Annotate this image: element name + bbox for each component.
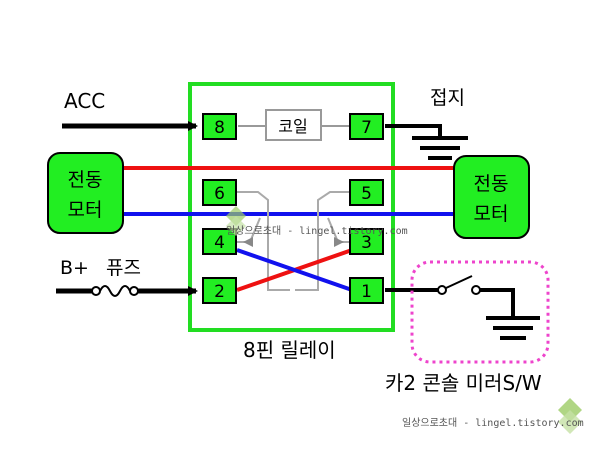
pin-8-label: 8 xyxy=(214,118,225,138)
watermark-logo-center xyxy=(226,206,246,236)
pin-5-label: 5 xyxy=(361,184,372,204)
watermark-bottom: 일상으로초대 - lingel.tistory.com xyxy=(402,417,584,429)
motor-left-line1: 전동 xyxy=(68,169,103,191)
motor-left-line2: 모터 xyxy=(68,199,103,221)
switch-ground-icon xyxy=(486,316,540,340)
relay-label: 8핀 릴레이 xyxy=(243,338,336,362)
fuse-icon xyxy=(91,285,139,297)
pin-3-label: 3 xyxy=(361,233,372,253)
pin-6-label: 6 xyxy=(214,184,225,204)
pin-7: 7 xyxy=(349,113,384,140)
pin-1: 1 xyxy=(349,277,384,304)
switch-highlight xyxy=(410,260,550,364)
coil-box xyxy=(265,109,322,141)
coil-label: 코일 xyxy=(278,117,307,136)
motor-right-line2: 모터 xyxy=(474,203,509,225)
switch-label: 카2 콘솔 미러S/W xyxy=(385,371,542,395)
pin-2: 2 xyxy=(202,277,237,304)
ground-label: 접지 xyxy=(430,87,465,109)
pin-6: 6 xyxy=(202,179,237,206)
motor-left: 전동 모터 xyxy=(47,152,124,234)
fuse-label: 퓨즈 xyxy=(106,257,141,279)
contact-arrows xyxy=(243,237,344,247)
acc-label: ACC xyxy=(64,89,105,113)
pin-3: 3 xyxy=(349,228,384,255)
pin-4: 4 xyxy=(202,228,237,255)
watermark-center: 일상으로초대 - lingel.tistory.com xyxy=(226,225,408,237)
internal-contacts xyxy=(237,191,350,291)
motor-right-line1: 전동 xyxy=(474,173,509,195)
relay-box xyxy=(188,82,395,332)
motor-right: 전동 모터 xyxy=(453,155,530,239)
pin-7-label: 7 xyxy=(361,118,372,138)
pin-8: 8 xyxy=(202,113,237,140)
ground-wire xyxy=(385,124,442,136)
pin-5: 5 xyxy=(349,179,384,206)
cross-blue-wire xyxy=(236,248,353,292)
watermark-logo-bottom xyxy=(558,398,582,434)
ground-icon xyxy=(412,136,468,160)
switch-icon xyxy=(437,275,515,316)
pin-2-label: 2 xyxy=(214,282,225,302)
b-plus-label: B+ xyxy=(60,257,89,279)
pin-1-label: 1 xyxy=(361,282,372,302)
pin-4-label: 4 xyxy=(214,233,225,253)
